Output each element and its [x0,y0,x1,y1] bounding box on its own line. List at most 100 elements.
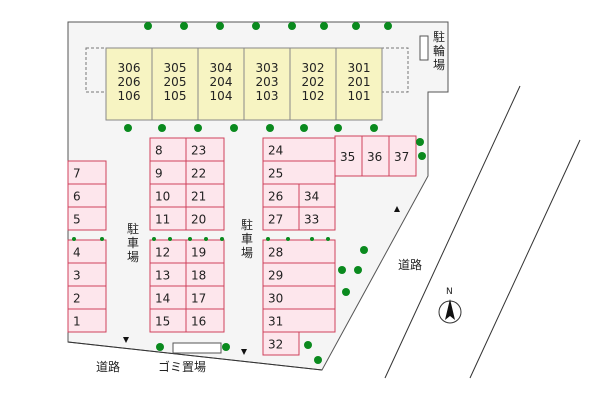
parking-space-8-label: 8 [155,144,163,158]
unit-number: 305 [164,61,187,75]
tree-mark [180,22,188,30]
building-unit-306 [105,47,153,121]
entrance-marker [241,349,247,355]
unit-number: 203 [256,75,279,89]
tree-mark [222,343,230,351]
unit-number: 204 [210,75,233,89]
unit-number: 303 [256,61,279,75]
parking-space-27-label: 27 [268,213,283,227]
parking-space-18-label: 18 [191,269,206,283]
parking-space-20-label: 20 [191,213,206,227]
parking-space-31-label: 31 [268,315,283,329]
road-edge-right-2 [469,139,581,379]
unit-number: 106 [118,89,141,103]
entrance-marker [123,337,129,343]
parking-space-30-label: 30 [268,292,283,306]
tree-mark [252,22,260,30]
tree-mark [352,22,360,30]
parking-space-5 [67,206,107,231]
road-edge-bottom [67,341,323,371]
parking-space-29-label: 29 [268,269,283,283]
parking-space-15-label: 15 [155,315,170,329]
tree-mark [360,246,368,254]
bike-parking-label: 駐輪場 [432,30,445,72]
tree-mark [152,237,156,241]
parking-space-5-label: 5 [73,213,81,227]
parking-space-35-label: 35 [340,150,355,164]
parking-space-19-label: 19 [191,246,206,260]
parking-space-28-label: 28 [268,246,283,260]
tree-mark [288,22,296,30]
tree-mark [286,237,290,241]
unit-number: 202 [302,75,325,89]
road-label-bottom: 道路 [96,360,121,374]
tree-mark [370,124,378,132]
parking-space-34-label: 34 [304,190,319,204]
building-unit-302 [289,47,337,121]
unit-number: 201 [348,75,371,89]
parking-space-36 [361,135,390,177]
tree-mark [416,138,424,146]
tree-mark [156,343,164,351]
tree-mark [334,124,342,132]
building-unit-304 [197,47,245,121]
unit-number: 301 [348,61,371,75]
tree-mark [266,124,274,132]
unit-number: 103 [256,89,279,103]
parking-space-35 [334,135,363,177]
parking-space-2-label: 2 [73,292,81,306]
tree-mark [158,124,166,132]
tree-mark [220,237,224,241]
tree-mark [354,266,362,274]
unit-number: 105 [164,89,187,103]
parking-space-21-label: 21 [191,190,206,204]
unit-number: 101 [348,89,371,103]
tree-mark [342,288,350,296]
parking-space-1-label: 1 [73,315,81,329]
parking-lot-label-2: 駐車場 [240,218,253,260]
parking-space-16 [185,308,225,333]
tree-mark [338,266,346,274]
bike-parking-box [419,35,429,61]
parking-space-24-label: 24 [268,144,283,158]
tree-mark [216,22,224,30]
tree-mark [326,237,330,241]
parking-space-36-label: 36 [367,150,382,164]
parking-space-11-label: 11 [155,213,170,227]
parking-space-1 [67,308,107,333]
building: 3062061063052051053042041043032031033022… [105,47,383,121]
tree-mark [204,237,208,241]
tree-mark [144,22,152,30]
tree-mark [304,341,312,349]
parking-space-9-label: 9 [155,167,163,181]
parking-lot-label-1: 駐車場 [126,222,139,264]
tree-mark [384,22,392,30]
parking-space-20 [185,206,225,231]
parking-space-17-label: 17 [191,292,206,306]
tree-mark [320,22,328,30]
parking-space-33-label: 33 [304,213,319,227]
tree-mark [168,237,172,241]
parking-space-25-label: 25 [268,167,283,181]
building-unit-301 [335,47,383,121]
parking-space-26-label: 26 [268,190,283,204]
parking-space-6-label: 6 [73,190,81,204]
north-arrow [438,299,462,324]
unit-number: 302 [302,61,325,75]
parking-space-23-label: 23 [191,144,206,158]
markers [123,206,400,355]
parking-space-16-label: 16 [191,315,206,329]
road-edge-right-1 [384,85,521,379]
unit-number: 205 [164,75,187,89]
building-unit-303 [243,47,291,121]
parking-space-13-label: 13 [155,269,170,283]
tree-mark [124,124,132,132]
trees [72,22,426,364]
unit-number: 102 [302,89,325,103]
parking-space-32-label: 32 [268,338,283,352]
tree-mark [310,237,314,241]
tree-mark [418,152,426,160]
parking-space-37 [388,135,417,177]
